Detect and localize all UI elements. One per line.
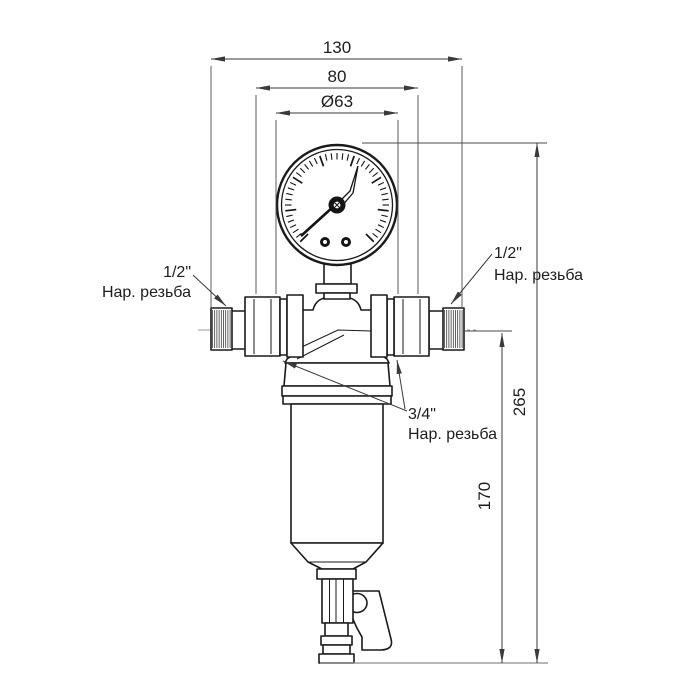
right-thread-type: Нар. резьба (494, 267, 583, 284)
filter-bowl (290, 403, 384, 544)
dim-170-value: 170 (475, 482, 494, 510)
gauge-needle-tail (300, 205, 335, 237)
dim-265-value: 265 (510, 388, 529, 416)
dimension-union-width: 80 (255, 67, 419, 294)
dim-80-value: 80 (328, 67, 347, 86)
dimension-bowl-height: 170 (463, 330, 512, 663)
drain-thread-type: Нар. резьба (408, 426, 497, 443)
gauge-stem (315, 263, 358, 300)
dim-63-value: Ø63 (321, 92, 353, 111)
label-right-thread: 1/2" Нар. резьба (450, 245, 583, 305)
left-connection (210, 294, 304, 358)
right-union-ring (386, 298, 395, 356)
drain-outlet-step2 (320, 635, 353, 646)
bowl-collar (281, 362, 393, 405)
dimension-total-height: 265 (320, 142, 548, 664)
drain-thread-size: 3/4" (408, 406, 436, 423)
left-thread-nipple (210, 307, 233, 351)
gauge-hub-cross (334, 202, 340, 208)
drain-collar (316, 568, 357, 580)
drain-outlet-step1 (324, 622, 349, 637)
dim-130-value: 130 (323, 38, 351, 57)
gauge-dial-ticks (285, 153, 389, 243)
tee-body-inner-passage (290, 329, 372, 360)
gauge-screw-right-hole (344, 240, 348, 244)
right-thread-nipple (442, 307, 465, 351)
left-union-ring (279, 298, 288, 356)
label-left-thread: 1/2" Нар. резьба (102, 264, 227, 307)
drain-body (321, 578, 354, 624)
pressure-gauge (275, 143, 399, 267)
drain-valve (316, 568, 393, 664)
drain-outlet-step4 (318, 653, 355, 664)
label-drain-thread: 3/4" Нар. резьба (282, 359, 497, 443)
left-union-nut (286, 294, 304, 358)
dimension-total-width: 130 (210, 38, 463, 309)
left-hex-nut (244, 296, 281, 357)
bowl-cone (290, 542, 384, 570)
left-thread-size: 1/2" (163, 264, 191, 281)
drain-outlet-step3 (322, 644, 351, 655)
right-hex-nut (393, 296, 430, 357)
right-neck (428, 310, 445, 350)
right-connection (370, 294, 465, 358)
left-thread-type: Нар. резьба (102, 284, 191, 301)
right-thread-size: 1/2" (494, 245, 522, 262)
right-union-nut (370, 294, 388, 358)
gauge-screw-left-hole (323, 240, 327, 244)
left-neck (230, 310, 247, 350)
dimension-gauge-diameter: Ø63 (275, 92, 399, 294)
